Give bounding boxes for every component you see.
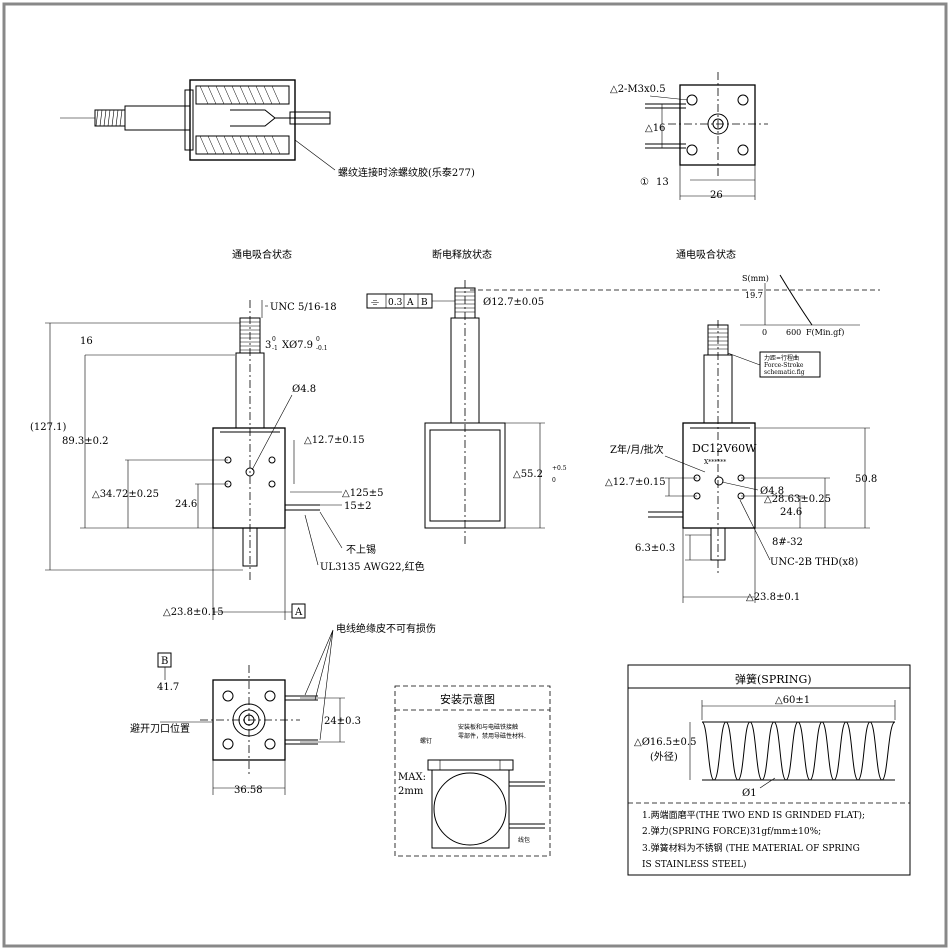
spring-box: 弹簧(SPRING) △60±1 △Ø16.5±0.5 (外径) Ø1 1.两端… [627, 664, 911, 876]
svg-text:零部件，禁用导磁性材料.: 零部件，禁用导磁性材料. [458, 732, 526, 740]
no-tin-note: 不上锡 [346, 543, 376, 556]
dim-16: 16 [80, 336, 93, 347]
svg-text:2.弹力(SPRING FORCE)31gf/mm±10%;: 2.弹力(SPRING FORCE)31gf/mm±10%; [642, 825, 821, 837]
screw-size: 8#-32 [772, 537, 803, 548]
install-diagram: 安装示意图 安装板和与电磁铁接触 零部件，禁用导磁性材料. 螺钉 MAX: 2m… [394, 685, 551, 857]
max-label: MAX: [398, 772, 426, 783]
svg-text:A: A [406, 298, 414, 308]
svg-text:-0.1: -0.1 [316, 345, 328, 352]
right-view: S(mm) 19.7 0 600 F(Min.gf) 力距=行程曲 Force-… [470, 274, 880, 603]
install-title: 安装示意图 [440, 692, 495, 706]
screw-label: 螺钉 [420, 737, 432, 745]
svg-text:0: 0 [316, 336, 320, 343]
hole-dia: Ø4.8 [292, 384, 316, 395]
screw-thread: UNC-2B THD(x8) [770, 557, 858, 568]
dia-spec: Ø12.7±0.05 [483, 297, 544, 308]
svg-text:⌯: ⌯ [371, 297, 379, 308]
svg-text:schematic.fig: schematic.fig [764, 369, 805, 376]
dim-508: 50.8 [855, 474, 877, 485]
dim-125: △125±5 [342, 488, 384, 499]
datum-b: B [161, 656, 168, 667]
svg-text:3.弹簧材料为不锈钢 (THE MATERIAL OF SP: 3.弹簧材料为不锈钢 (THE MATERIAL OF SPRING [642, 842, 860, 854]
dim-127: (127.1) [30, 422, 67, 433]
top-section-view: 螺纹连接时涂螺纹胶(乐泰277) [60, 79, 475, 179]
dim-246: 24.6 [780, 507, 802, 518]
dim-246: 24.6 [175, 499, 197, 510]
svg-text:IS STAINLESS STEEL): IS STAINLESS STEEL) [642, 859, 747, 870]
svg-text:+0.5: +0.5 [552, 465, 567, 472]
heading-middle: 断电释放状态 [432, 248, 492, 261]
dim-13: 13 [656, 177, 669, 188]
unc-spec: UNC 5/16-18 [270, 302, 337, 313]
dim-127: △12.7±0.15 [605, 477, 666, 488]
dim-238: △23.8±0.15 [163, 607, 224, 618]
dim-417: 41.7 [157, 682, 179, 693]
dim-63: 6.3±0.3 [635, 543, 675, 554]
wire-diameter: Ø1 [742, 788, 757, 799]
groove-dim: XØ7.9 [282, 340, 313, 351]
dim-3472: △34.72±0.25 [92, 489, 159, 500]
spring-title: 弹簧(SPRING) [735, 672, 812, 686]
spring-length: △60±1 [775, 695, 810, 706]
dim-3658: 36.58 [234, 785, 263, 796]
spring-od: △Ø16.5±0.5 [634, 737, 696, 748]
dim-26: 26 [710, 190, 723, 201]
svg-text:0: 0 [272, 336, 276, 343]
svg-text:1.两端面磨平(THE TWO END IS GRINDED: 1.两端面磨平(THE TWO END IS GRINDED FLAT); [642, 809, 865, 821]
bottom-left-view: 电线绝缘皮不可有损伤 B 41.7 避开刀口位置 24±0.3 36.58 [130, 622, 436, 796]
end-view: △2-M3x0.5 △16 ① 13 26 [610, 72, 768, 201]
mark-1: ① [640, 177, 649, 188]
dim-89: 89.3±0.2 [62, 436, 109, 447]
svg-text:Force-Stroke: Force-Stroke [764, 362, 804, 369]
dim-24: 24±0.3 [324, 716, 361, 727]
date-batch: Z年/月/批次 [610, 443, 664, 456]
max-value: 2mm [398, 786, 424, 797]
hole-dia: Ø4.8 [760, 486, 784, 497]
dim-238: △23.8±0.1 [746, 592, 800, 603]
screw-spec: △2-M3x0.5 [610, 84, 666, 95]
stroke-dim: △55.2 [513, 469, 543, 480]
svg-text:0: 0 [762, 328, 767, 337]
spring-od-note: (外径) [650, 750, 678, 763]
serial: X****** [704, 459, 726, 466]
svg-text:-1: -1 [272, 345, 278, 352]
svg-text:0.3: 0.3 [388, 298, 403, 308]
s-axis-label: S(mm) [742, 274, 769, 283]
dim-2863: △28.63±0.25 [764, 494, 831, 505]
voltage-label: DC12V60W [692, 442, 757, 455]
svg-text:力距=行程曲: 力距=行程曲 [764, 354, 799, 362]
s-value: 19.7 [745, 291, 763, 300]
dim-127b: △12.7±0.15 [304, 435, 365, 446]
cut-note: 避开刀口位置 [130, 722, 190, 735]
f-axis-label: F(Min.gf) [806, 328, 844, 337]
middle-view: ⌯ 0.3 A B Ø12.7±0.05 △55.2 +0.5 0 [366, 280, 567, 545]
svg-text:600: 600 [786, 328, 801, 337]
coil-label: 线包 [518, 836, 530, 844]
svg-text:3: 3 [265, 340, 271, 351]
dim-16: △16 [645, 123, 665, 134]
thread-glue-note: 螺纹连接时涂螺纹胶(乐泰277) [338, 166, 475, 179]
dim-15: 15±2 [344, 501, 371, 512]
heading-right: 通电吸合状态 [676, 248, 736, 261]
wire-spec: UL3135 AWG22,红色 [320, 560, 425, 573]
svg-text:B: B [421, 298, 428, 308]
wire-note: 电线绝缘皮不可有损伤 [336, 622, 436, 635]
left-view: UNC 5/16-18 16 3 0 -1 XØ7.9 0 -0.1 (127.… [30, 300, 425, 620]
svg-text:0: 0 [552, 477, 556, 484]
heading-left: 通电吸合状态 [232, 248, 292, 261]
svg-text:安装板和与电磁铁接触: 安装板和与电磁铁接触 [458, 723, 518, 731]
datum-a: A [294, 607, 303, 618]
